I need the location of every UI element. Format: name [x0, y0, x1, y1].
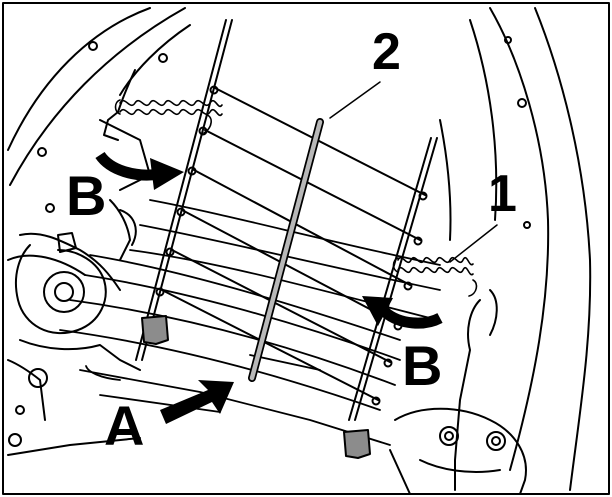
leader-line-2 — [329, 81, 381, 119]
left-bracket — [141, 315, 169, 345]
rotation-arrow-b-left — [95, 151, 184, 190]
part-2-rod — [248, 118, 324, 382]
callout-b-left: B — [66, 164, 107, 227]
left-spring — [114, 99, 223, 134]
right-seat-frame — [389, 7, 592, 495]
wire-brackets — [141, 315, 371, 459]
callout-b-right: B — [402, 334, 443, 397]
rotation-arrow-b-right — [362, 296, 443, 329]
direction-arrow-a — [160, 380, 234, 424]
callout-a: A — [104, 394, 145, 457]
lumbar-wire-mat — [135, 19, 438, 421]
leader-line-1 — [449, 224, 498, 263]
callout-2: 2 — [372, 23, 401, 81]
right-bracket — [343, 429, 371, 459]
right-spring — [392, 256, 478, 297]
left-seat-frame — [7, 7, 191, 456]
callout-1: 1 — [488, 165, 517, 223]
